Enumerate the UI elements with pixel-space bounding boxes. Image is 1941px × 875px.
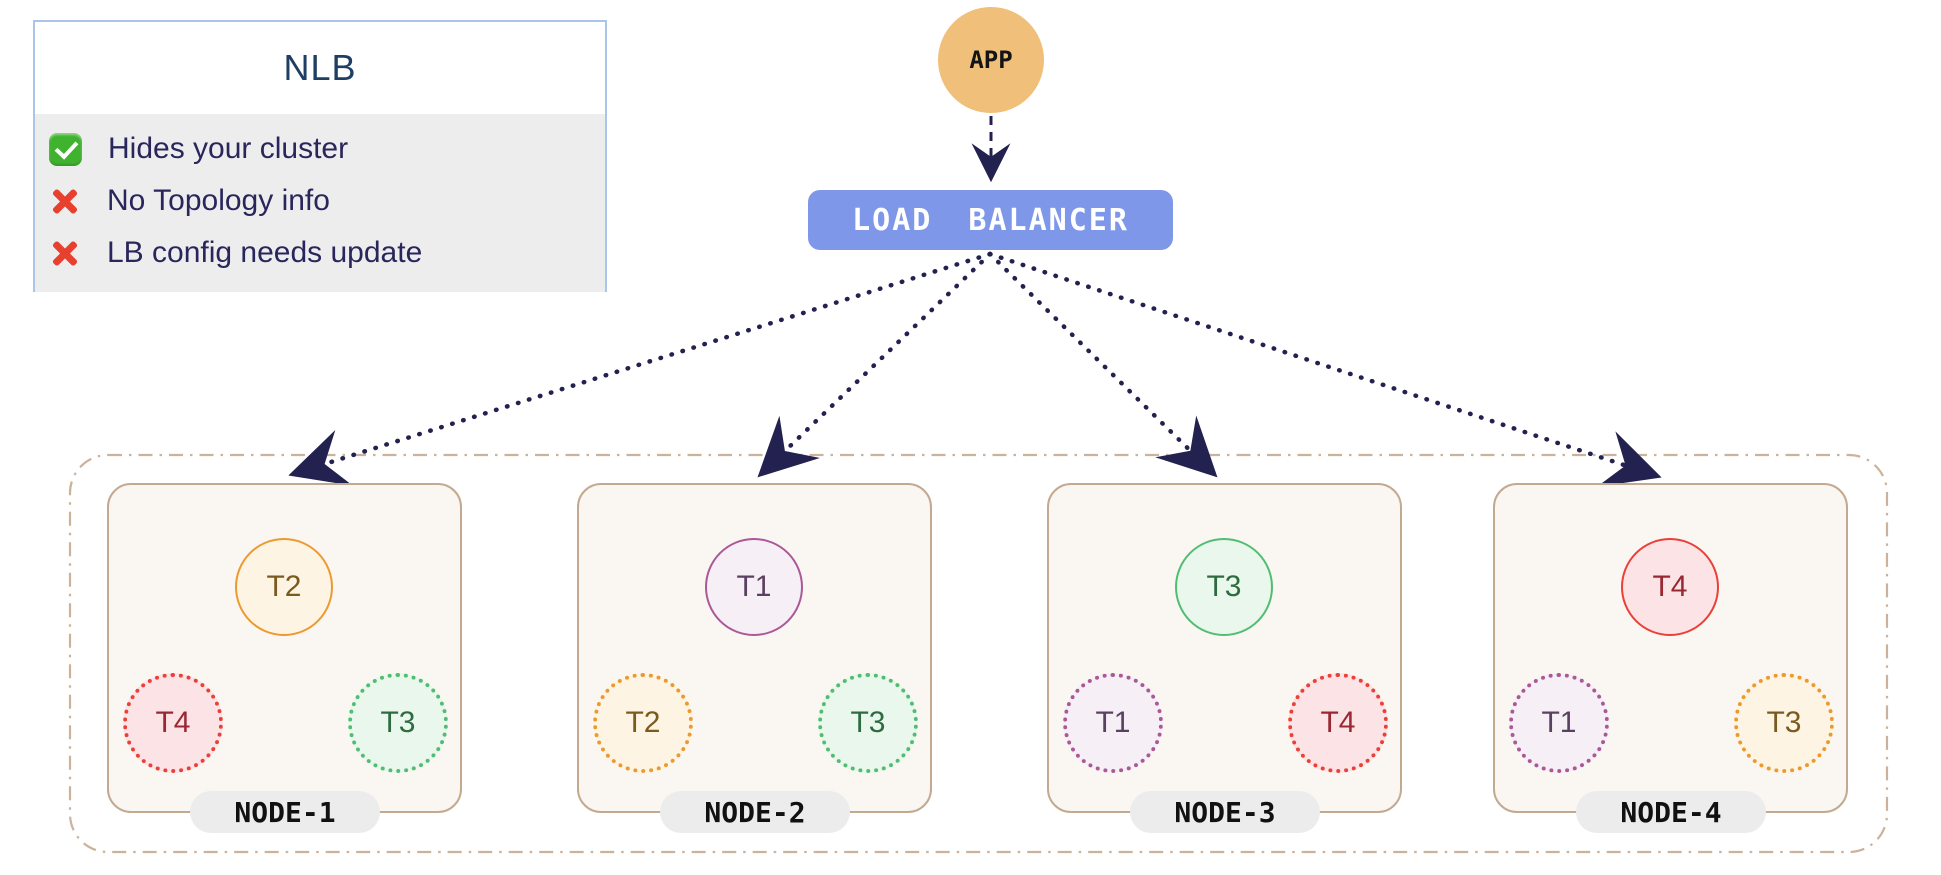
legend-item: Hides your cluster	[49, 123, 605, 175]
pod-t3: T3	[1734, 673, 1834, 773]
pod-t1: T1	[1509, 673, 1609, 773]
pod-t1: T1	[1063, 673, 1163, 773]
node-name-pill: NODE-1	[190, 791, 380, 833]
cluster-boundary	[68, 453, 1889, 854]
node-name-label: NODE-4	[1620, 795, 1722, 829]
pod-t3: T3	[818, 673, 918, 773]
node-name-label: NODE-3	[1174, 795, 1276, 829]
pod-label: T2	[625, 706, 661, 739]
pod-label: T4	[155, 706, 191, 739]
node-name-pill: NODE-4	[1576, 791, 1766, 833]
node-name-pill: NODE-2	[660, 791, 850, 833]
pod-t2: T2	[593, 673, 693, 773]
arrow-lb-to-node-3	[987, 251, 1218, 478]
arrow-lb-to-node-4	[987, 251, 1662, 487]
cross-icon	[49, 237, 81, 269]
load-balancer: LOAD BALANCER	[808, 190, 1173, 250]
legend-body: Hides your cluster No Topology info LB con…	[35, 114, 605, 292]
legend-title: NLB	[283, 47, 357, 88]
pod-t4: T4	[1621, 538, 1719, 636]
pod-t2: T2	[235, 538, 333, 636]
pod-label: T1	[736, 570, 772, 603]
pod-t3: T3	[348, 673, 448, 773]
pod-label: T3	[1766, 706, 1802, 739]
pod-label: T2	[266, 570, 302, 603]
legend-item-label: Hides your cluster	[108, 132, 349, 165]
pod-t4: T4	[1288, 673, 1388, 773]
legend-item-label: No Topology info	[107, 184, 330, 217]
legend-header: NLB	[35, 22, 605, 114]
arrow-lb-to-node-2	[757, 251, 993, 478]
legend-item: No Topology info	[49, 175, 605, 227]
pod-label: T3	[850, 706, 886, 739]
arrow-lb-to-node-1	[288, 251, 993, 486]
pod-label: T1	[1095, 706, 1131, 739]
cross-icon	[49, 185, 81, 217]
app-label: APP	[969, 46, 1013, 74]
app-node: APP	[938, 7, 1044, 113]
pod-t4: T4	[123, 673, 223, 773]
pod-label: T3	[1206, 570, 1242, 603]
load-balancer-label: LOAD BALANCER	[852, 202, 1129, 238]
node-name-label: NODE-1	[234, 795, 336, 829]
pod-label: T1	[1541, 706, 1577, 739]
pod-label: T4	[1320, 706, 1356, 739]
node-name-pill: NODE-3	[1130, 791, 1320, 833]
pod-label: T4	[1652, 570, 1688, 603]
pod-t1: T1	[705, 538, 803, 636]
check-icon	[49, 132, 82, 166]
legend-item: LB config needs update	[49, 227, 605, 279]
node-name-label: NODE-2	[704, 795, 806, 829]
legend-item-label: LB config needs update	[107, 236, 423, 269]
pod-t3: T3	[1175, 538, 1273, 636]
pod-label: T3	[380, 706, 416, 739]
